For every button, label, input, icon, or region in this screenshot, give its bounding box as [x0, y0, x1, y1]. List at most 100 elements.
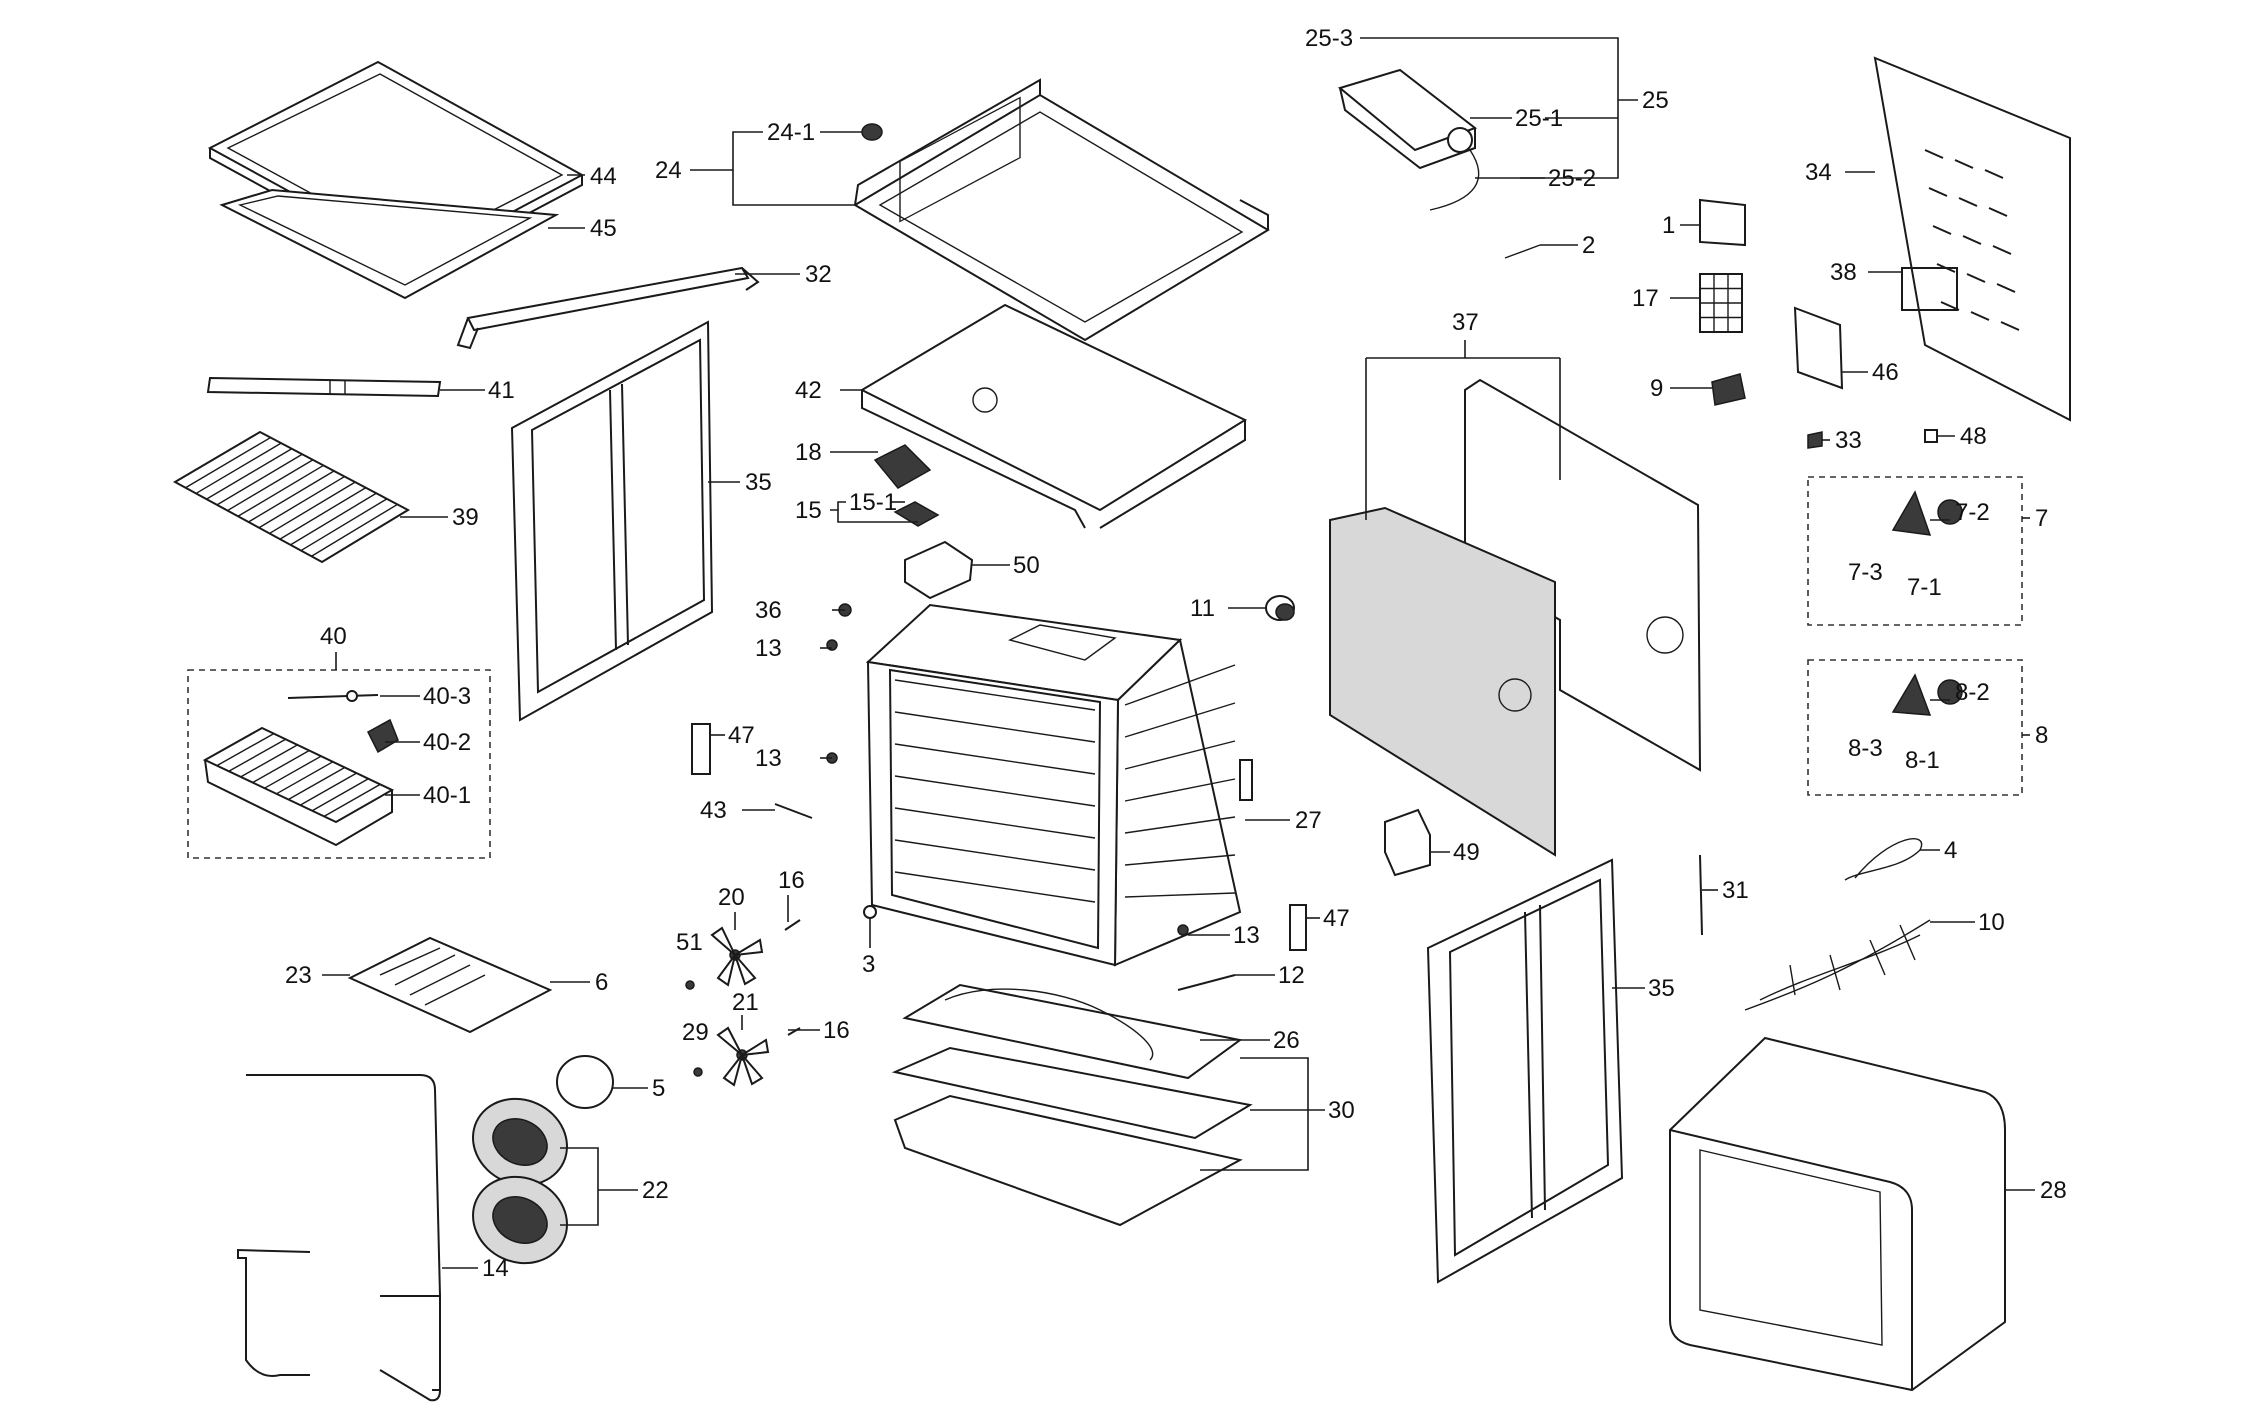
- label-2: 2: [1582, 232, 1595, 259]
- label-5: 5: [652, 1075, 665, 1102]
- label-23: 23: [285, 962, 312, 989]
- rack-wire: [290, 492, 377, 546]
- part-10-wire-harness: [1744, 919, 1931, 1011]
- label-7: 7: [2035, 505, 2048, 532]
- label-11: 11: [1190, 595, 1215, 622]
- rack-wire: [195, 442, 282, 495]
- part-46-bracket: [1793, 306, 1844, 390]
- rack-wire: [216, 733, 275, 767]
- part-40-3-pin: [287, 690, 379, 702]
- part-39-oven-rack: [172, 430, 411, 564]
- label-7-1: 7-1: [1907, 574, 1942, 601]
- label-47-left: 47: [728, 722, 755, 749]
- label-12: 12: [1278, 962, 1305, 989]
- label-45: 45: [590, 215, 617, 242]
- part-24-top-frame: [853, 78, 1270, 342]
- label-10: 10: [1978, 909, 2005, 936]
- label-38: 38: [1830, 259, 1857, 286]
- label-40-1: 40-1: [423, 782, 471, 809]
- part-5-ring: [556, 1055, 614, 1109]
- rack-wire: [311, 503, 398, 557]
- part-49-block: [1384, 808, 1431, 877]
- label-24-1: 24-1: [767, 119, 815, 146]
- vent-slot: [1932, 225, 1952, 235]
- rack-wire: [276, 761, 334, 795]
- label-16-a: 16: [778, 867, 805, 894]
- part-48-clip: [1924, 429, 1938, 443]
- part-22-fan-cover: [472, 1097, 568, 1265]
- part-11-knob: [1265, 595, 1295, 621]
- label-25: 25: [1642, 87, 1669, 114]
- label-26: 26: [1273, 1027, 1300, 1054]
- vent-slot: [1958, 197, 1978, 207]
- label-25-3: 25-3: [1305, 25, 1353, 52]
- callout-labels: 44 45 32 41 39 35 40 40-3 40-2 40-1 24 2…: [285, 25, 2067, 1282]
- label-44: 44: [590, 163, 617, 190]
- part-40-1-roller-rack: [202, 726, 395, 847]
- label-40: 40: [320, 623, 347, 650]
- part-42-inner-panel: [859, 303, 1248, 529]
- part-45-cooktop-frame: [219, 188, 560, 300]
- part-13-screw-c: [1177, 924, 1189, 936]
- label-27: 27: [1295, 807, 1322, 834]
- part-24-1-knob: [861, 123, 883, 141]
- part-33-clip: [1807, 431, 1823, 449]
- group-8-box: [1807, 659, 2023, 796]
- part-16-clip-a: [784, 919, 801, 931]
- part-2-wire: [1504, 244, 1541, 259]
- label-40-2: 40-2: [423, 729, 471, 756]
- rack-wire: [185, 436, 271, 489]
- label-8: 8: [2035, 722, 2048, 749]
- rack-rail: [1124, 778, 1236, 802]
- rack-wire: [299, 772, 357, 806]
- vent-slot: [1962, 235, 1982, 245]
- part-8-2-igniter: [1891, 673, 1963, 716]
- label-20: 20: [718, 884, 745, 911]
- label-13-a: 13: [755, 635, 782, 662]
- label-22: 22: [642, 1177, 669, 1204]
- vent-slot: [1992, 245, 2012, 255]
- label-9: 9: [1650, 375, 1663, 402]
- vent-slot: [1970, 311, 1990, 321]
- vent-slot: [2000, 321, 2020, 331]
- rack-wire: [300, 498, 388, 552]
- rack-rail: [894, 775, 1096, 807]
- part-51-nut: [685, 980, 695, 990]
- leader-lines: [322, 37, 2035, 1269]
- part-31-sensor: [1699, 854, 1703, 936]
- part-35-door-panel-left: [510, 320, 714, 722]
- part-29-nut: [693, 1067, 703, 1077]
- label-25-1: 25-1: [1515, 105, 1563, 132]
- label-47-right: 47: [1323, 905, 1350, 932]
- rack-rail: [894, 743, 1096, 775]
- label-51: 51: [676, 929, 703, 956]
- label-15: 15: [795, 497, 822, 524]
- rack-rail: [894, 679, 1096, 711]
- vent-slot: [1924, 149, 1944, 159]
- rack-rail: [894, 711, 1096, 743]
- part-25-convection-motor: [1337, 68, 1480, 211]
- label-4: 4: [1944, 837, 1957, 864]
- label-3: 3: [862, 951, 875, 978]
- label-34: 34: [1805, 159, 1832, 186]
- label-17: 17: [1632, 285, 1659, 312]
- rack-wire: [279, 487, 367, 540]
- label-28: 28: [2040, 1177, 2067, 1204]
- group-40-box: [187, 669, 491, 859]
- label-50: 50: [1013, 552, 1040, 579]
- rack-wire: [252, 749, 310, 784]
- rack-wire: [240, 744, 298, 778]
- part-40-2-clip: [367, 718, 399, 754]
- vent-slot: [1996, 283, 2016, 293]
- label-40-3: 40-3: [423, 683, 471, 710]
- label-43: 43: [700, 797, 727, 824]
- label-35-right: 35: [1648, 975, 1675, 1002]
- label-15-1: 15-1: [849, 489, 897, 516]
- rack-wire: [227, 459, 314, 512]
- label-18: 18: [795, 439, 822, 466]
- label-7-3: 7-3: [1848, 559, 1883, 586]
- part-6-broil-element: [347, 936, 553, 1034]
- rack-rail: [1124, 740, 1236, 770]
- part-28-cabinet: [1669, 1036, 2006, 1392]
- part-14-door-gasket: [236, 1074, 441, 1402]
